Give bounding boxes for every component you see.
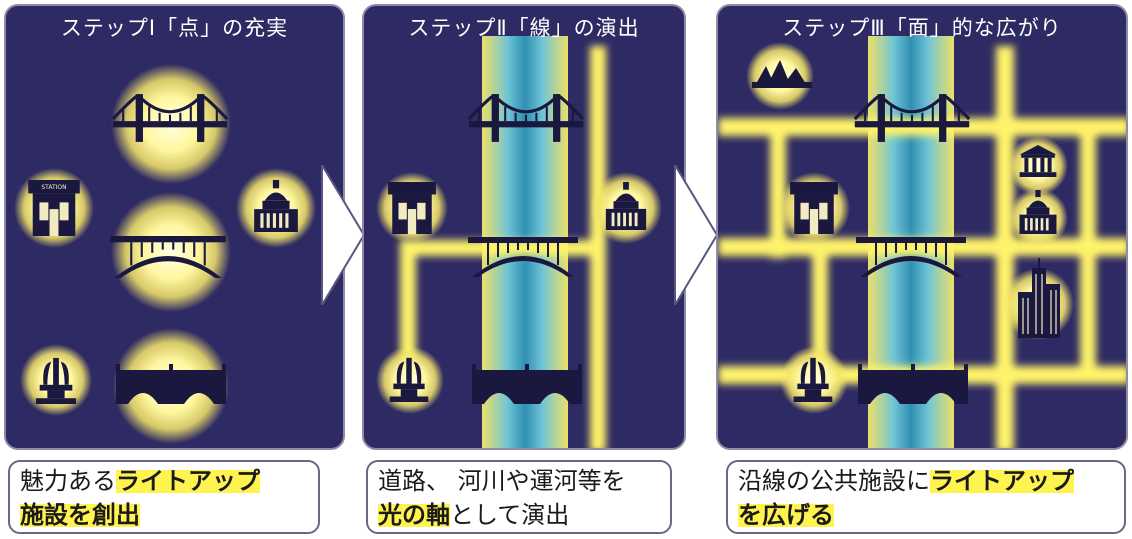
caption-step3-line2: を広げる (738, 498, 1114, 532)
caption-step2-plain-2: として演出 (450, 501, 570, 529)
panel-step1: STATION ステップⅠ「点」の充実 (4, 4, 345, 450)
station-icon (388, 182, 436, 234)
caption-step1-emphasis-2: 施設を創出 (20, 501, 140, 529)
station-icon (790, 182, 838, 234)
panel-step3: ステップⅢ「面」的な広がり (716, 4, 1128, 450)
caption-step1-line1: 魅力あるライトアップ (20, 464, 308, 498)
chevron-right-icon (674, 165, 719, 305)
panel-step3-scene (718, 36, 1126, 448)
caption-step3-emphasis: ライトアップ (930, 467, 1074, 495)
caption-step1: 魅力あるライトアップ 施設を創出 (8, 460, 320, 534)
caption-step3: 沿線の公共施設にライトアップ を広げる (726, 460, 1126, 534)
light-axis-roads (400, 46, 606, 448)
caption-step2: 道路、 河川や運河等を 光の軸として演出 (366, 460, 672, 534)
panel-step1-title: ステップⅠ「点」の充実 (60, 16, 289, 40)
caption-step2-emphasis-2: 光の軸 (378, 501, 450, 529)
panel-step1-scene: STATION (14, 64, 316, 444)
panel-step2: ステップⅡ「線」の演出 (362, 4, 686, 450)
caption-step1-emphasis: ライトアップ (116, 467, 260, 495)
caption-step3-emphasis-2: を広げる (738, 501, 834, 529)
panel-step2-scene (376, 36, 662, 448)
caption-step3-plain: 沿線の公共施設に (738, 467, 930, 495)
station-sign-text: STATION (41, 184, 66, 191)
panel-step2-title: ステップⅡ「線」の演出 (408, 16, 640, 40)
panel-step3-title: ステップⅢ「面」的な広がり (782, 16, 1062, 40)
caption-step2-line1: 道路、 河川や運河等を (378, 464, 660, 498)
glow-bridge-mid (111, 192, 231, 312)
caption-step2-plain: 道路、 河川や運河等を (378, 467, 626, 495)
caption-step3-line1: 沿線の公共施設にライトアップ (738, 464, 1114, 498)
caption-step1-plain: 魅力ある (20, 467, 116, 495)
chevron-right-icon (321, 165, 366, 305)
caption-step2-line2: 光の軸として演出 (378, 498, 660, 532)
skyscraper-icon (1018, 258, 1060, 338)
caption-step1-line2: 施設を創出 (20, 498, 308, 532)
glow-museum (1008, 136, 1068, 196)
